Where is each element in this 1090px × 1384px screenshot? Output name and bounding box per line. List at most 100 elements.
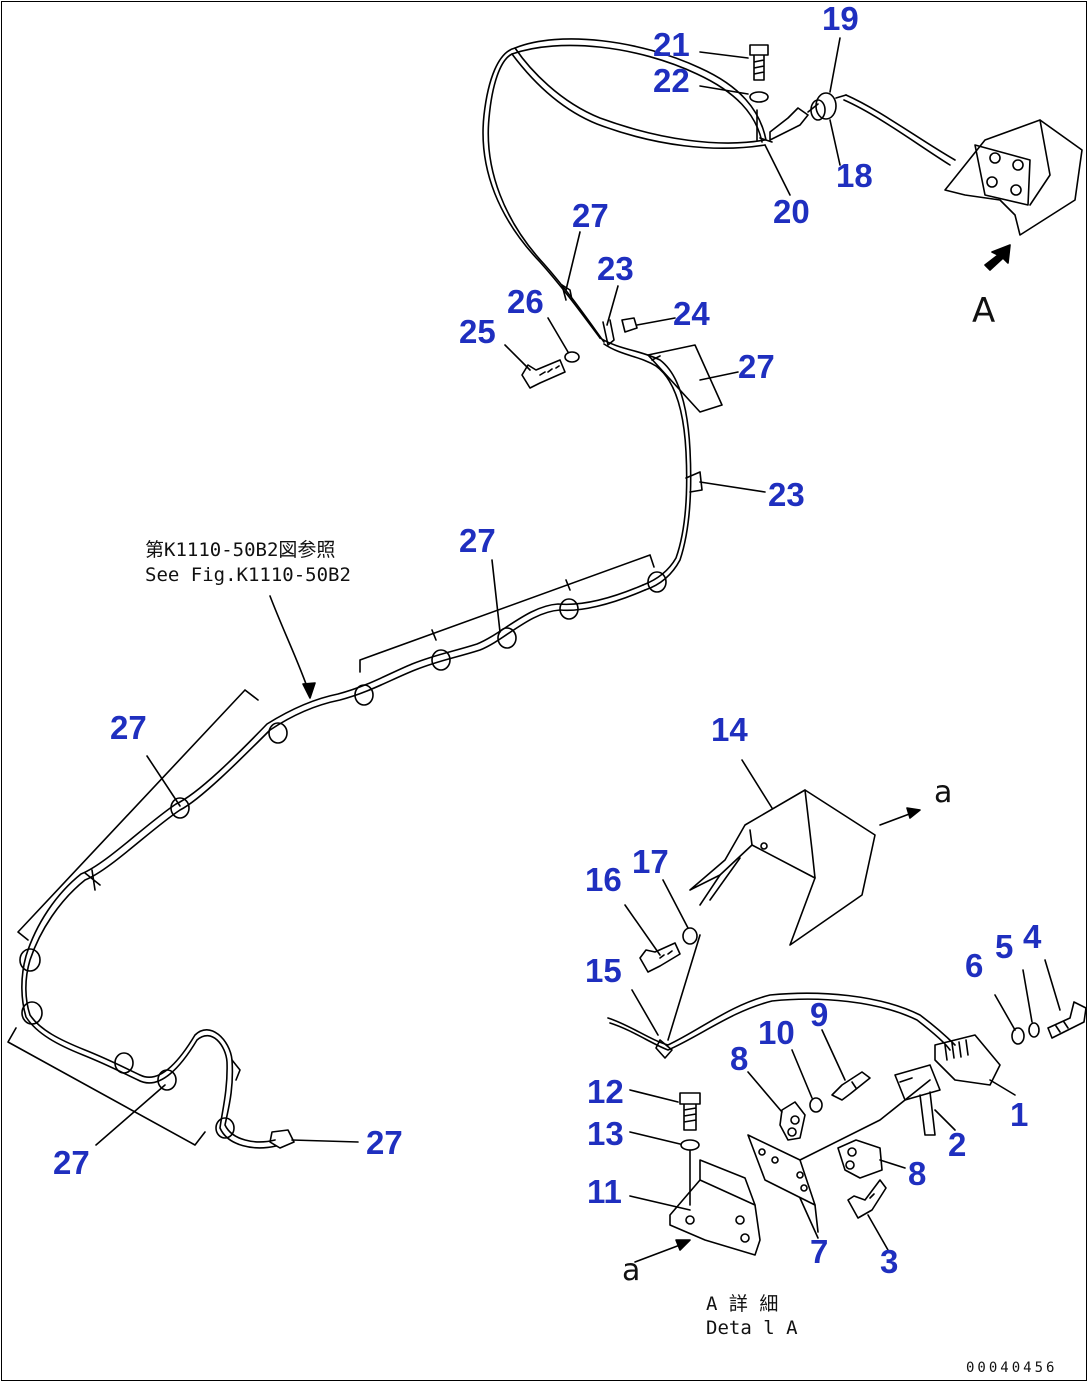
- unit-bolt-1: [989, 152, 1001, 164]
- leader-8a: [747, 1071, 783, 1113]
- reference-note-jp: 第K1110-50B2図参照: [145, 539, 336, 561]
- washer-22: [749, 91, 769, 103]
- clamp-27-f: [268, 722, 288, 744]
- clamp-27-upper: [561, 284, 573, 301]
- plate-7-hole-2: [771, 1156, 779, 1164]
- callout-1: 1: [1010, 1096, 1029, 1133]
- leader-4: [1044, 959, 1061, 1011]
- callout-9: 9: [810, 996, 829, 1033]
- leader-27e: [95, 1084, 166, 1146]
- callout-21: 21: [653, 26, 690, 63]
- callout-27-bottom-right: 27: [366, 1124, 403, 1161]
- callout-19: 19: [822, 0, 859, 37]
- drawing-code: 00040456: [966, 1360, 1058, 1376]
- clip-8-lower-hole-2: [845, 1160, 855, 1170]
- leader-27a: [565, 231, 581, 291]
- clamp-27-k: [114, 1052, 134, 1074]
- leader-22: [699, 85, 749, 95]
- cover-14-fold: [699, 789, 816, 906]
- callout-4: 4: [1023, 918, 1042, 955]
- callout-5: 5: [995, 928, 1014, 965]
- harness-upper-loop: [482, 47, 766, 339]
- clamp-27-l: [157, 1069, 177, 1091]
- leader-24: [636, 317, 676, 326]
- callout-26: 26: [507, 283, 544, 320]
- leader-10: [791, 1049, 813, 1099]
- callout-18: 18: [836, 157, 873, 194]
- leader-27b: [699, 371, 739, 381]
- unit-face: [974, 144, 1031, 206]
- leader-15: [631, 989, 659, 1036]
- callout-23-top: 23: [597, 250, 634, 287]
- connector-plug-20: [769, 107, 809, 141]
- leader-2: [934, 1109, 956, 1131]
- callout-13: 13: [587, 1115, 624, 1152]
- clip-8-upper: [779, 1101, 806, 1141]
- leader-13: [629, 1131, 681, 1145]
- detail-label-en: Deta l A: [706, 1317, 798, 1339]
- leader-14: [741, 759, 773, 809]
- clamp-27-b: [559, 598, 579, 620]
- bracket-11-top: [699, 1159, 756, 1206]
- callout-11: 11: [587, 1173, 622, 1210]
- bolt-9: [831, 1071, 871, 1101]
- nut-24: [621, 317, 638, 333]
- clip-8-lower: [837, 1139, 883, 1179]
- clip-8-upper-hole-2: [787, 1127, 797, 1137]
- clamp-23-lower: [685, 471, 703, 493]
- arrow-a-upper-head: [906, 807, 921, 819]
- unit-bolt-4: [1010, 184, 1022, 196]
- cable-15: [607, 992, 956, 1046]
- callout-3: 3: [880, 1243, 899, 1280]
- bracket-11: [669, 1179, 761, 1256]
- washer-13: [680, 1139, 700, 1151]
- leader-20: [764, 144, 791, 196]
- callout-23-mid: 23: [768, 476, 805, 513]
- callout-27-bracket: 27: [738, 348, 775, 385]
- harness-long: [25, 589, 646, 1143]
- leader-27f: [291, 1139, 359, 1143]
- arrow-a-lower-line: [634, 1244, 681, 1263]
- bolt-4: [1047, 1001, 1087, 1039]
- group-bracket-upper: [359, 554, 655, 673]
- clamp-27-h: [84, 869, 101, 891]
- clamp-27-d: [431, 649, 451, 671]
- harness-mid-inner: [603, 343, 688, 586]
- leader-23b: [699, 481, 766, 493]
- callout-20: 20: [773, 193, 810, 230]
- switch-1: [934, 1034, 1001, 1086]
- leader-reference: [269, 595, 311, 696]
- clamp-27-m: [231, 1059, 241, 1081]
- clamp-27-a: [647, 571, 667, 593]
- callout-8-upper: 8: [730, 1040, 749, 1077]
- callout-10: 10: [758, 1014, 795, 1051]
- callout-27-mid: 27: [459, 522, 496, 559]
- callout-24: 24: [673, 295, 710, 332]
- bracket-11-hole-1: [685, 1215, 695, 1225]
- clamp-27-g: [170, 797, 190, 819]
- leader-16: [624, 904, 661, 956]
- clamp-27-n: [215, 1117, 235, 1139]
- bolt-21: [749, 44, 769, 81]
- washer-5: [1028, 1022, 1040, 1038]
- callout-2: 2: [948, 1126, 967, 1163]
- group-bracket-lower: [7, 1027, 206, 1146]
- leader-26: [547, 317, 569, 353]
- leader-12: [629, 1089, 679, 1103]
- leader-9: [821, 1029, 846, 1081]
- callout-15: 15: [585, 952, 622, 989]
- leader-8b: [879, 1159, 906, 1169]
- clamp-15: [655, 1039, 673, 1059]
- bracket-2: [894, 1064, 941, 1136]
- callout-17: 17: [632, 843, 669, 880]
- cable-to-unit: [845, 94, 956, 161]
- harness-top-return-inner: [511, 44, 763, 143]
- connector-body-19: [810, 99, 826, 121]
- bracket-27-hole: [651, 355, 661, 361]
- bolt-16: [639, 942, 681, 973]
- callout-27-bottom-left: 27: [53, 1144, 90, 1181]
- clamp-27-e: [354, 684, 374, 706]
